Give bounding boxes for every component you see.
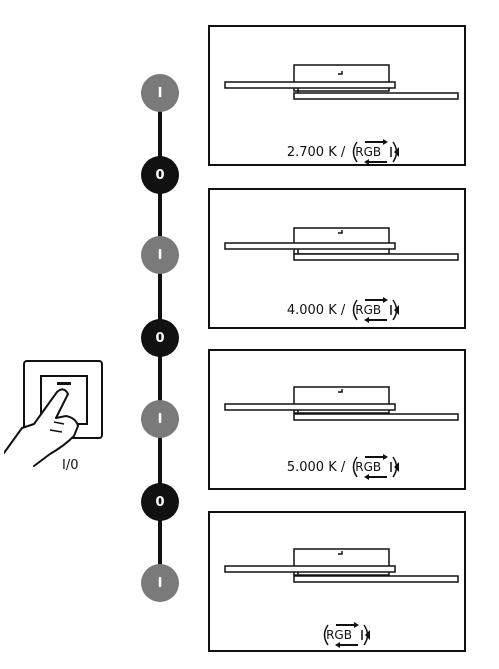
ceiling-lamp-icon [224, 64, 459, 100]
timeline-node-off: 0 [141, 156, 179, 194]
panel-label: 5.000 K / RGB [210, 454, 464, 480]
switch-caption: I/0 [62, 458, 79, 473]
ceiling-lamp-icon [224, 227, 459, 261]
timeline-node-off: 0 [141, 319, 179, 357]
timeline-node-off: 0 [141, 483, 179, 521]
timeline-node-on: I [141, 236, 179, 274]
timeline-node-on: I [141, 400, 179, 438]
light-mode-panel: 4.000 K / RGB [208, 188, 466, 329]
rgb-label: RGB [326, 628, 352, 642]
panel-label: 2.700 K / RGB [210, 139, 464, 165]
rgb-cycle-icon [323, 622, 371, 648]
light-mode-panel: 2.700 K / RGB [208, 25, 466, 166]
hand-pressing-switch-icon [3, 360, 103, 467]
rgb-cycle-icon [353, 454, 400, 480]
color-temperature: 4.000 K / [286, 302, 346, 318]
wall-switch-illustration [3, 358, 108, 470]
ceiling-lamp-icon [224, 386, 459, 421]
light-mode-panel: RGB [208, 511, 466, 652]
color-temperature: 5.000 K / [286, 459, 346, 475]
rgb-badge: RGB [349, 139, 400, 165]
ceiling-lamp-icon [224, 548, 459, 583]
rgb-badge: RGB [349, 454, 400, 480]
panel-label: RGB [210, 622, 464, 648]
panel-label: 4.000 K / RGB [210, 297, 464, 323]
rgb-cycle-icon [353, 297, 400, 323]
rgb-cycle-icon [353, 139, 400, 165]
color-temperature: 2.700 K / [286, 144, 346, 160]
rgb-label: RGB [355, 145, 382, 159]
rgb-badge: RGB [349, 297, 400, 323]
rgb-badge: RGB [320, 622, 371, 648]
light-mode-panel: 5.000 K / RGB [208, 349, 466, 490]
timeline-node-on: I [141, 564, 179, 602]
rgb-label: RGB [355, 460, 382, 474]
rgb-label: RGB [355, 303, 382, 317]
timeline-node-on: I [141, 74, 179, 112]
